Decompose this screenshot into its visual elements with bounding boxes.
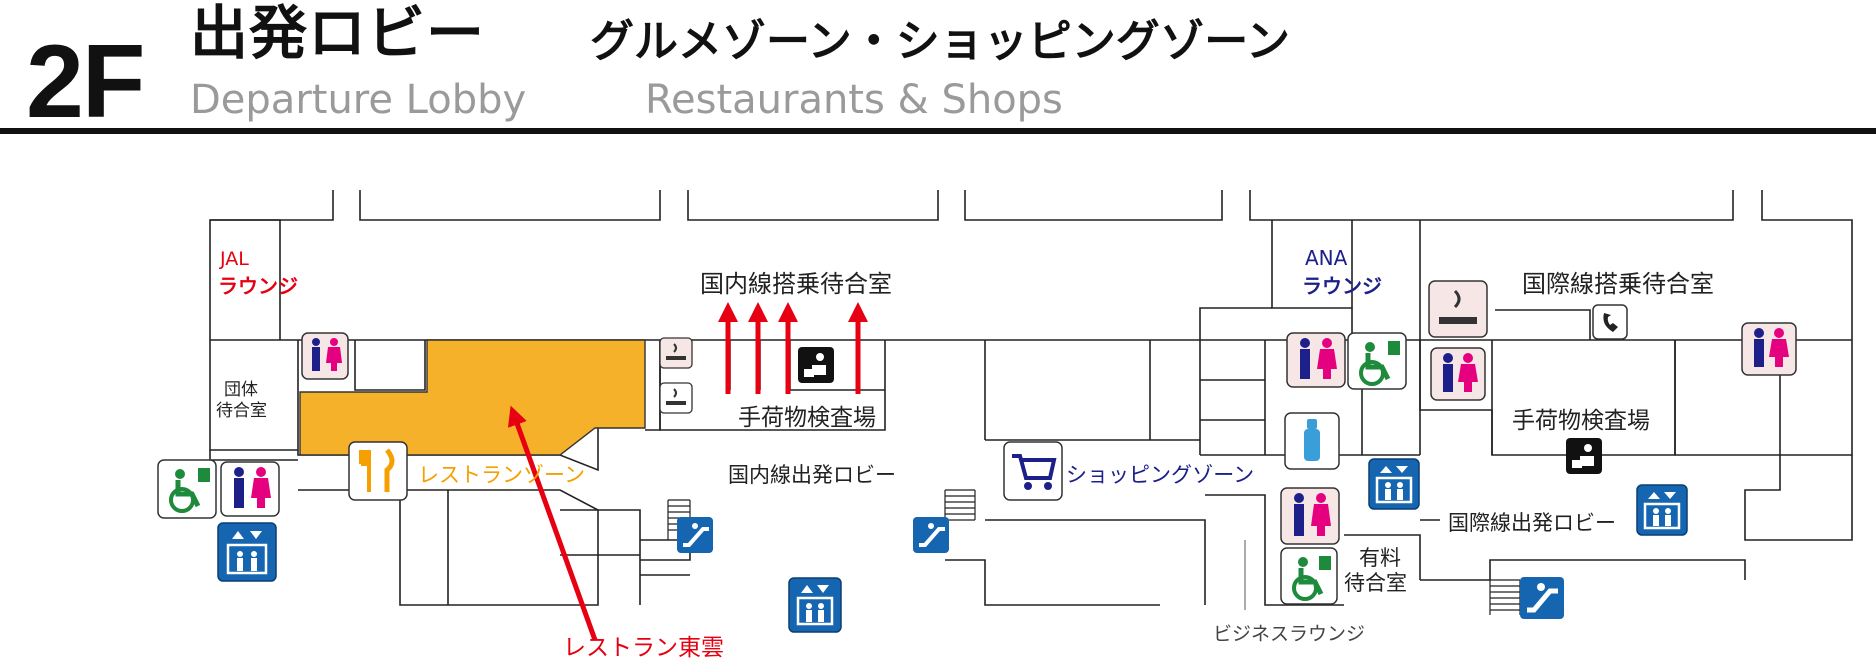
escalator-icon[interactable] [913,517,949,553]
restroom-icon[interactable] [301,332,349,380]
telephone-icon[interactable] [1592,304,1628,340]
elevator-icon[interactable] [1636,484,1688,536]
restroom-icon[interactable] [1741,322,1797,376]
elevator-icon[interactable] [788,577,842,633]
floor-map: JAL ラウンジ ANA ラウンジ 団体 待合室 国内線搭乗待合室 国際線搭乗待… [157,190,1853,661]
subtitle-japanese: グルメゾーン・ショッピングゾーン [590,16,1291,67]
paid-lounge-label-2: 待合室 [1344,571,1407,595]
title-japanese: 出発ロビー [190,0,486,67]
international-gate-label: 国際線搭乗待合室 [1522,270,1714,298]
domestic-lobby-label: 国内線出発ロビー [728,463,896,487]
jal-lounge-label: JAL [219,248,249,270]
smoking-icon[interactable] [1428,280,1488,338]
accessible-restroom-icon[interactable] [1280,547,1338,605]
accessible-restroom-icon[interactable] [1347,332,1407,390]
paid-lounge-label: 有料 [1359,546,1401,570]
subtitle-english: Restaurants & Shops [645,77,1063,123]
jal-lounge-label-2: ラウンジ [218,274,298,298]
domestic-security-label: 手荷物検査場 [738,405,876,431]
direction-arrow-icon [507,302,868,641]
shopping-cart-icon[interactable] [1003,441,1063,501]
elevator-icon[interactable] [1368,458,1420,510]
accessible-restroom-icon[interactable] [157,459,217,519]
restaurant-icon[interactable] [348,441,408,501]
domestic-gate-label: 国内線搭乗待合室 [700,270,892,298]
shopping-zone-label: ショッピングゾーン [1066,463,1254,487]
smoking-icon[interactable] [659,337,693,369]
group-room-label-2: 待合室 [216,401,267,421]
restaurant-tounn-label: レストラン東雲 [563,635,724,661]
restaurant-zone-area[interactable] [299,339,646,456]
restroom-icon[interactable] [220,461,280,517]
group-room-label: 団体 [224,380,258,400]
escalator-icon[interactable] [677,517,713,553]
header-rule [0,128,1876,134]
security-check-icon[interactable] [798,347,834,383]
map-header: 2F 出発ロビー グルメゾーン・ショッピングゾーン Departure Lobb… [0,0,1876,135]
restroom-icon[interactable] [1280,487,1340,545]
smoking-icon[interactable] [659,382,693,414]
baby-bottle-icon[interactable] [1284,412,1340,470]
escalator-icon[interactable] [1520,577,1564,619]
business-lounge-label: ビジネスラウンジ [1213,623,1365,645]
restroom-icon[interactable] [1286,332,1346,388]
floor-number: 2F [26,24,145,140]
restroom-icon[interactable] [1430,347,1486,401]
ana-lounge-label-2: ラウンジ [1302,274,1382,298]
ana-lounge-label: ANA [1305,246,1348,270]
walls [209,190,1853,606]
security-check-icon[interactable] [1566,438,1602,474]
restaurant-zone-label: レストランゾーン [418,463,585,487]
international-lobby-label: 国際線出発ロビー [1448,511,1616,535]
elevator-icon[interactable] [217,522,277,582]
international-security-label: 手荷物検査場 [1512,408,1650,434]
title-english: Departure Lobby [190,77,527,123]
